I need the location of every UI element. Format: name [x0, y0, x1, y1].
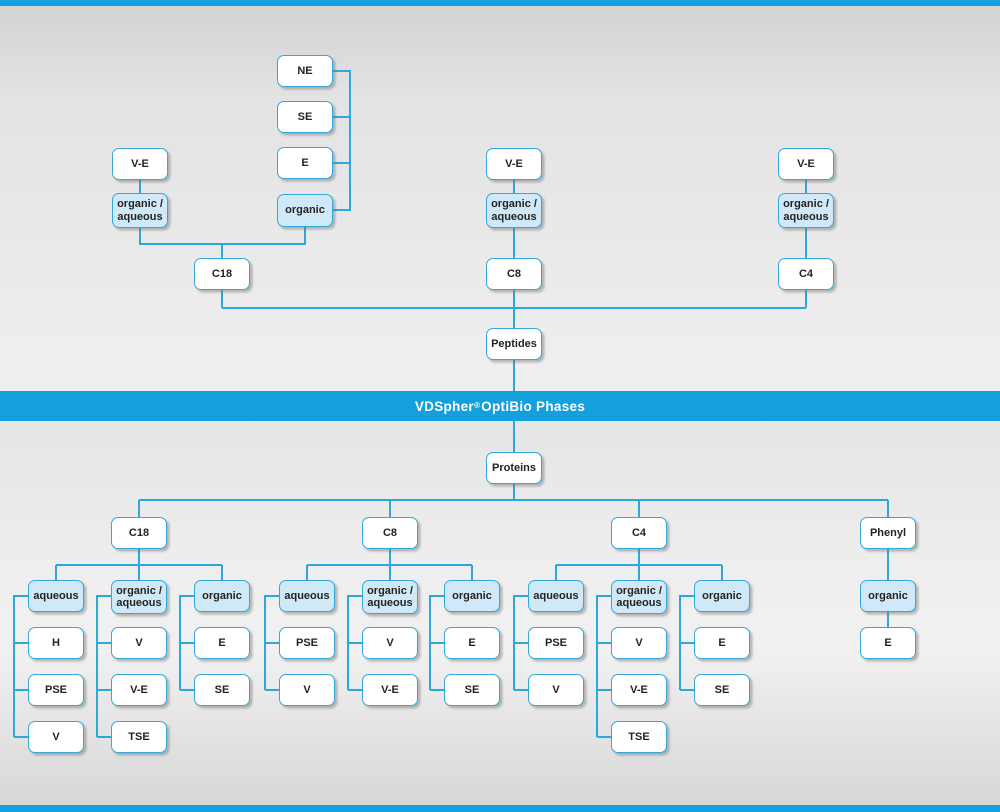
- pro-c8-aqueous-leaf-pse: PSE: [279, 627, 335, 659]
- pro-c18-aqueous-leaf-v: V: [28, 721, 84, 753]
- connector: [513, 595, 528, 691]
- pro-c8-mode-aqueous: aqueous: [279, 580, 335, 612]
- proteins-root: Proteins: [486, 452, 542, 484]
- pep-c8-eluent-ve: V-E: [486, 148, 542, 180]
- bottom-accent-bar: [0, 805, 1000, 812]
- pep-column-c18: C18: [194, 258, 250, 290]
- pro-c4-mode-organic: organic: [694, 580, 750, 612]
- peptides-root: Peptides: [486, 328, 542, 360]
- pro-column-c18: C18: [111, 517, 167, 549]
- pro-c4-aqueous-leaf-v: V: [528, 674, 584, 706]
- connector: [333, 70, 351, 211]
- pro-c18-mode-organic-aqueous: organic / aqueous: [111, 580, 167, 614]
- connector: [347, 595, 362, 691]
- connector: [429, 595, 444, 691]
- connector: [679, 595, 694, 691]
- pep-c18-mode-organic-aqueous: organic / aqueous: [112, 193, 168, 228]
- pro-c8-aqueous-leaf-v: V: [279, 674, 335, 706]
- pro-c18-mode-organic: organic: [194, 580, 250, 612]
- connector: [138, 499, 889, 517]
- pro-c18-aqueous-leaf-h: H: [28, 627, 84, 659]
- pep-column-c4: C4: [778, 258, 834, 290]
- pro-column-c4: C4: [611, 517, 667, 549]
- pro-c4-orgaq-leaf-v: V: [611, 627, 667, 659]
- pep-c18-eluent-ve: V-E: [112, 148, 168, 180]
- pro-c8-orgaq-leaf-v: V: [362, 627, 418, 659]
- connector: [139, 227, 306, 245]
- pro-c4-mode-aqueous: aqueous: [528, 580, 584, 612]
- pep-column-c8: C8: [486, 258, 542, 290]
- pep-c4-mode-organic-aqueous: organic / aqueous: [778, 193, 834, 228]
- banner-brand: VDSpher: [414, 398, 474, 414]
- pro-c8-mode-organic-aqueous: organic / aqueous: [362, 580, 418, 614]
- pro-c18-organic-leaf-e: E: [194, 627, 250, 659]
- pep-c18-eluent-se: SE: [277, 101, 333, 133]
- connector: [96, 595, 111, 738]
- pro-c4-orgaq-leaf-ve: V-E: [611, 674, 667, 706]
- connector: [13, 595, 28, 738]
- pro-c4-mode-organic-aqueous: organic / aqueous: [611, 580, 667, 614]
- pro-c18-orgaq-leaf-ve: V-E: [111, 674, 167, 706]
- top-accent-bar: [0, 0, 1000, 6]
- connector: [264, 595, 279, 691]
- pro-c18-organic-leaf-se: SE: [194, 674, 250, 706]
- pep-c18-eluent-e: E: [277, 147, 333, 179]
- pro-c18-orgaq-leaf-tse: TSE: [111, 721, 167, 753]
- pro-c4-organic-leaf-se: SE: [694, 674, 750, 706]
- pro-c18-orgaq-leaf-v: V: [111, 627, 167, 659]
- pro-c8-organic-leaf-e: E: [444, 627, 500, 659]
- pro-c4-aqueous-leaf-pse: PSE: [528, 627, 584, 659]
- pro-c18-mode-aqueous: aqueous: [28, 580, 84, 612]
- pep-c4-eluent-ve: V-E: [778, 148, 834, 180]
- connector: [596, 595, 611, 738]
- connector: [306, 549, 473, 580]
- connector: [179, 595, 194, 691]
- pep-c18-eluent-ne: NE: [277, 55, 333, 87]
- pro-c4-orgaq-leaf-tse: TSE: [611, 721, 667, 753]
- pro-c8-organic-leaf-se: SE: [444, 674, 500, 706]
- title-banner: VDSpher® OptiBio Phases: [0, 391, 1000, 421]
- pro-phenyl-organic-leaf-e: E: [860, 627, 916, 659]
- pro-c8-orgaq-leaf-ve: V-E: [362, 674, 418, 706]
- pro-column-phenyl: Phenyl: [860, 517, 916, 549]
- pro-c18-aqueous-leaf-pse: PSE: [28, 674, 84, 706]
- pep-c18-mode-organic: organic: [277, 194, 333, 227]
- connector: [55, 549, 223, 580]
- banner-suffix: OptiBio Phases: [481, 398, 586, 414]
- pep-c8-mode-organic-aqueous: organic / aqueous: [486, 193, 542, 228]
- pro-phenyl-mode-organic: organic: [860, 580, 916, 612]
- pro-c8-mode-organic: organic: [444, 580, 500, 612]
- connector: [555, 549, 723, 580]
- pro-c4-organic-leaf-e: E: [694, 627, 750, 659]
- pro-column-c8: C8: [362, 517, 418, 549]
